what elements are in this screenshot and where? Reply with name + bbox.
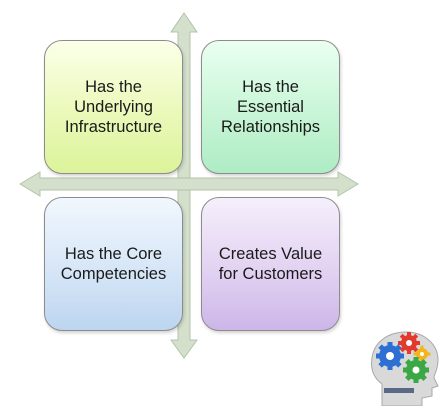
horizontal-axis-arrow bbox=[19, 171, 359, 197]
quadrant-top-right: Has the Essential Relationships bbox=[201, 40, 340, 174]
quadrant-text-line: Has the Core bbox=[64, 245, 163, 263]
gear-red-icon bbox=[398, 332, 420, 354]
quadrant-text-line: Relationships bbox=[220, 118, 321, 136]
head-with-gears-icon bbox=[371, 331, 439, 406]
quadrant-bottom-left: Has the Core Competencies bbox=[44, 197, 183, 331]
quadrant-text-line: Infrastructure bbox=[64, 118, 163, 136]
gear-blue-icon bbox=[376, 342, 404, 370]
quadrant-text-line: Creates Value bbox=[218, 245, 323, 263]
logo-mark bbox=[384, 388, 414, 393]
quadrant-text-line: Has the bbox=[85, 78, 142, 96]
gear-green-icon bbox=[403, 357, 429, 383]
quadrant-text-line: Essential bbox=[237, 98, 304, 116]
quadrant-text-line: Underlying bbox=[74, 98, 153, 116]
quadrant-top-left: Has the Underlying Infrastructure bbox=[44, 40, 183, 174]
quadrant-text-line: Competencies bbox=[60, 265, 167, 283]
quadrant-text-line: Has the bbox=[242, 78, 299, 96]
quadrant-text-line: for Customers bbox=[218, 265, 323, 283]
quadrant-bottom-right: Creates Value for Customers bbox=[201, 197, 340, 331]
